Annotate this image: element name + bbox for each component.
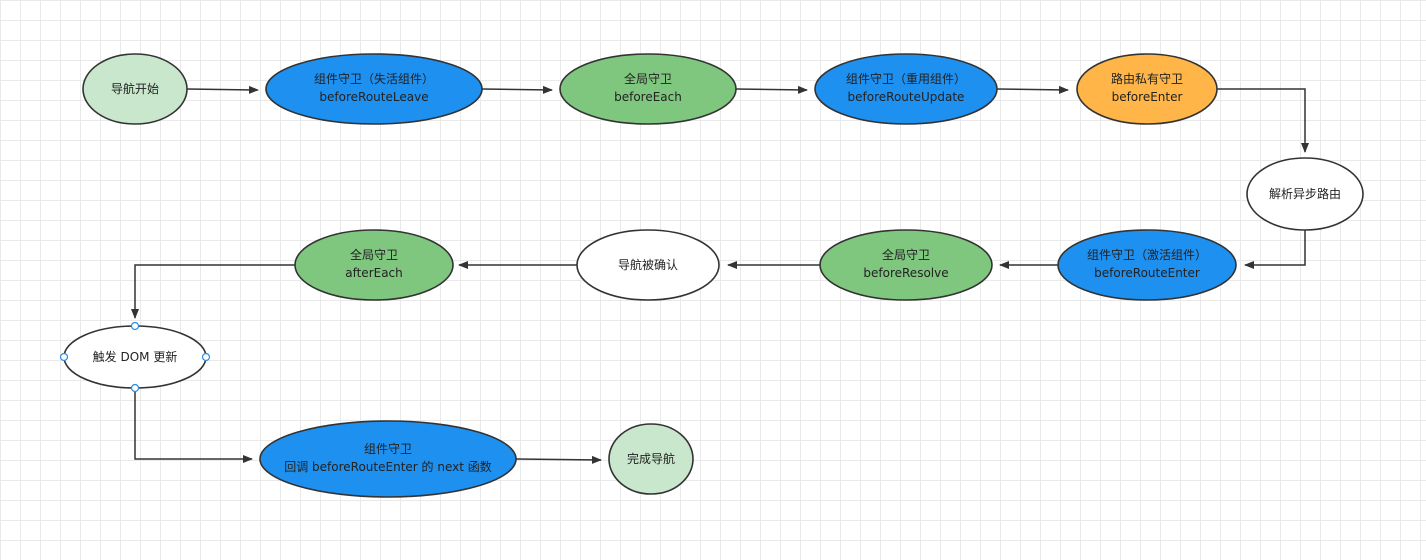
node-before-route-update[interactable]: 组件守卫（重用组件） beforeRouteUpdate [814, 53, 998, 125]
edge-callback-to-complete [515, 455, 602, 464]
node-nav-start-line-1: 导航开始 [111, 81, 159, 96]
node-before-each-line-1: 全局守卫 [624, 71, 672, 86]
node-nav-complete[interactable]: 完成导航 [608, 423, 694, 495]
node-before-enter[interactable]: 路由私有守卫 beforeEnter [1076, 53, 1218, 125]
edge-dom-to-callback [134, 387, 253, 463]
connection-handle-left[interactable] [59, 352, 69, 362]
edge-aftereach-to-dom [131, 264, 296, 319]
node-before-each[interactable]: 全局守卫 beforeEach [559, 53, 737, 125]
edge-start-to-leave [186, 85, 259, 94]
node-before-enter-line-1: 路由私有守卫 [1111, 71, 1183, 86]
node-nav-complete-line-1: 完成导航 [627, 451, 675, 466]
node-after-each-line-2: afterEach [345, 266, 403, 280]
node-callback-next[interactable]: 组件守卫 回调 beforeRouteEnter 的 next 函数 [259, 420, 517, 498]
node-before-resolve-line-1: 全局守卫 [882, 247, 930, 262]
edge-beforeenter-to-resolve [1217, 88, 1309, 153]
connection-handle-top[interactable] [130, 321, 140, 331]
node-callback-next-line-2: 回调 beforeRouteEnter 的 next 函数 [284, 459, 492, 474]
node-before-resolve-line-2: beforeResolve [863, 266, 948, 280]
node-before-enter-line-2: beforeEnter [1112, 90, 1183, 104]
edges [131, 85, 1309, 464]
node-before-route-leave[interactable]: 组件守卫（失活组件） beforeRouteLeave [265, 53, 483, 125]
node-before-route-leave-line-1: 组件守卫（失活组件） [314, 71, 434, 86]
node-nav-confirmed-line-1: 导航被确认 [618, 257, 678, 272]
node-nav-start[interactable]: 导航开始 [82, 53, 188, 125]
edge-resolve-to-routeenter [1244, 230, 1306, 269]
connection-handle-right[interactable] [201, 352, 211, 362]
edge-update-to-beforeenter [996, 85, 1069, 94]
node-resolve-async-routes[interactable]: 解析异步路由 [1246, 157, 1364, 231]
node-trigger-dom-update[interactable]: 触发 DOM 更新 [59, 321, 211, 393]
node-before-route-leave-line-2: beforeRouteLeave [319, 90, 428, 104]
edge-leave-to-beforeeach [481, 85, 553, 94]
edge-beforeeach-to-update [735, 85, 808, 94]
node-before-resolve[interactable]: 全局守卫 beforeResolve [819, 229, 993, 301]
node-before-route-update-line-2: beforeRouteUpdate [848, 90, 965, 104]
node-callback-next-line-1: 组件守卫 [364, 442, 412, 456]
node-before-route-enter-line-2: beforeRouteEnter [1094, 266, 1200, 280]
node-before-route-update-line-1: 组件守卫（重用组件） [846, 72, 966, 86]
node-before-each-line-2: beforeEach [614, 90, 682, 104]
node-after-each-line-1: 全局守卫 [350, 247, 398, 262]
node-trigger-dom-update-line-1: 触发 DOM 更新 [93, 349, 178, 364]
node-before-route-enter-line-1: 组件守卫（激活组件） [1087, 248, 1207, 262]
node-after-each[interactable]: 全局守卫 afterEach [294, 229, 454, 301]
node-resolve-async-routes-line-1: 解析异步路由 [1269, 186, 1341, 201]
node-nav-confirmed[interactable]: 导航被确认 [576, 229, 720, 301]
node-before-route-enter[interactable]: 组件守卫（激活组件） beforeRouteEnter [1057, 229, 1237, 301]
connection-handle-bottom[interactable] [130, 383, 140, 393]
